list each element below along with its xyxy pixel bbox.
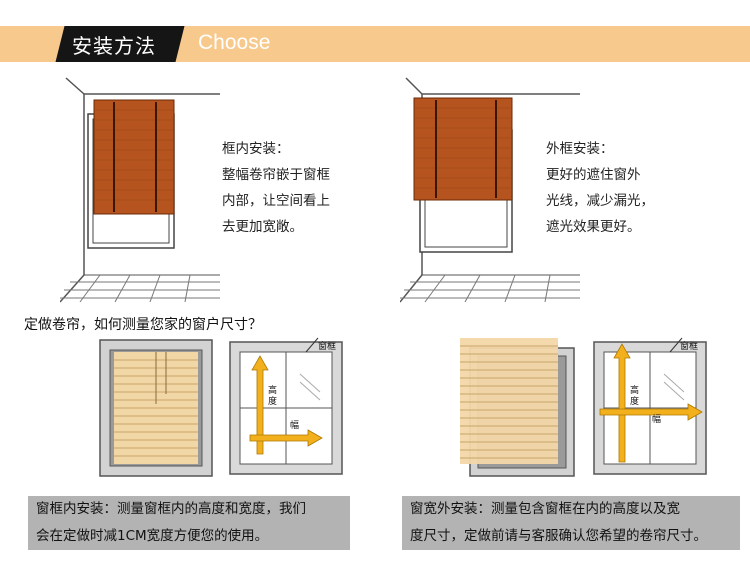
section-subtitle: Choose <box>198 31 271 54</box>
inside-blind-diagram <box>99 339 213 477</box>
inside-measure-diagram <box>229 337 343 475</box>
outside-install-text: 外框安装： 更好的遮住窗外 光线，减少漏光， 遮光效果更好。 <box>546 136 654 240</box>
height-label: 高 度 <box>630 386 640 407</box>
inside-measure-note: 窗框内安装：测量窗框内的高度和宽度，我们 会在定做时减1CM宽度方便您的使用。 <box>28 496 350 550</box>
section-title: 安装方法 <box>72 34 156 58</box>
outside-install-heading: 外框安装： <box>546 141 614 157</box>
outside-blind-diagram <box>460 338 575 477</box>
note-line: 会在定做时减1CM宽度方便您的使用。 <box>36 528 269 544</box>
inside-install-text: 框内安装： 整幅卷帘嵌于窗框 内部，让空间看上 去更加宽敞。 <box>222 136 330 240</box>
width-label: 幅 <box>290 421 300 431</box>
outside-install-line: 更好的遮住窗外 <box>546 167 641 183</box>
width-label: 幅 <box>652 415 662 425</box>
frame-label: 窗框 <box>318 342 337 352</box>
note-line: 度尺寸，定做前请与客服确认您希望的卷帘尺寸。 <box>410 528 707 544</box>
outside-measure-diagram <box>593 337 707 475</box>
note-line: 窗框内安装：测量窗框内的高度和宽度，我们 <box>36 501 306 517</box>
outside-measure-note: 窗宽外安装：测量包含窗框在内的高度以及宽 度尺寸，定做前请与客服确认您希望的卷帘… <box>402 496 740 550</box>
outside-install-illustration <box>400 77 580 303</box>
height-label: 高 度 <box>268 386 278 407</box>
inside-install-line: 内部，让空间看上 <box>222 193 330 209</box>
outside-install-line: 光线，减少漏光， <box>546 193 654 209</box>
measure-question: 定做卷帘，如何测量您家的窗户尺寸？ <box>24 317 262 333</box>
outside-install-line: 遮光效果更好。 <box>546 219 641 235</box>
inside-install-line: 去更加宽敞。 <box>222 219 303 235</box>
inside-install-line: 整幅卷帘嵌于窗框 <box>222 167 330 183</box>
frame-label: 窗框 <box>680 342 699 352</box>
note-line: 窗宽外安装：测量包含窗框在内的高度以及宽 <box>410 501 680 517</box>
inside-install-heading: 框内安装： <box>222 141 290 157</box>
inside-install-illustration <box>60 77 220 303</box>
